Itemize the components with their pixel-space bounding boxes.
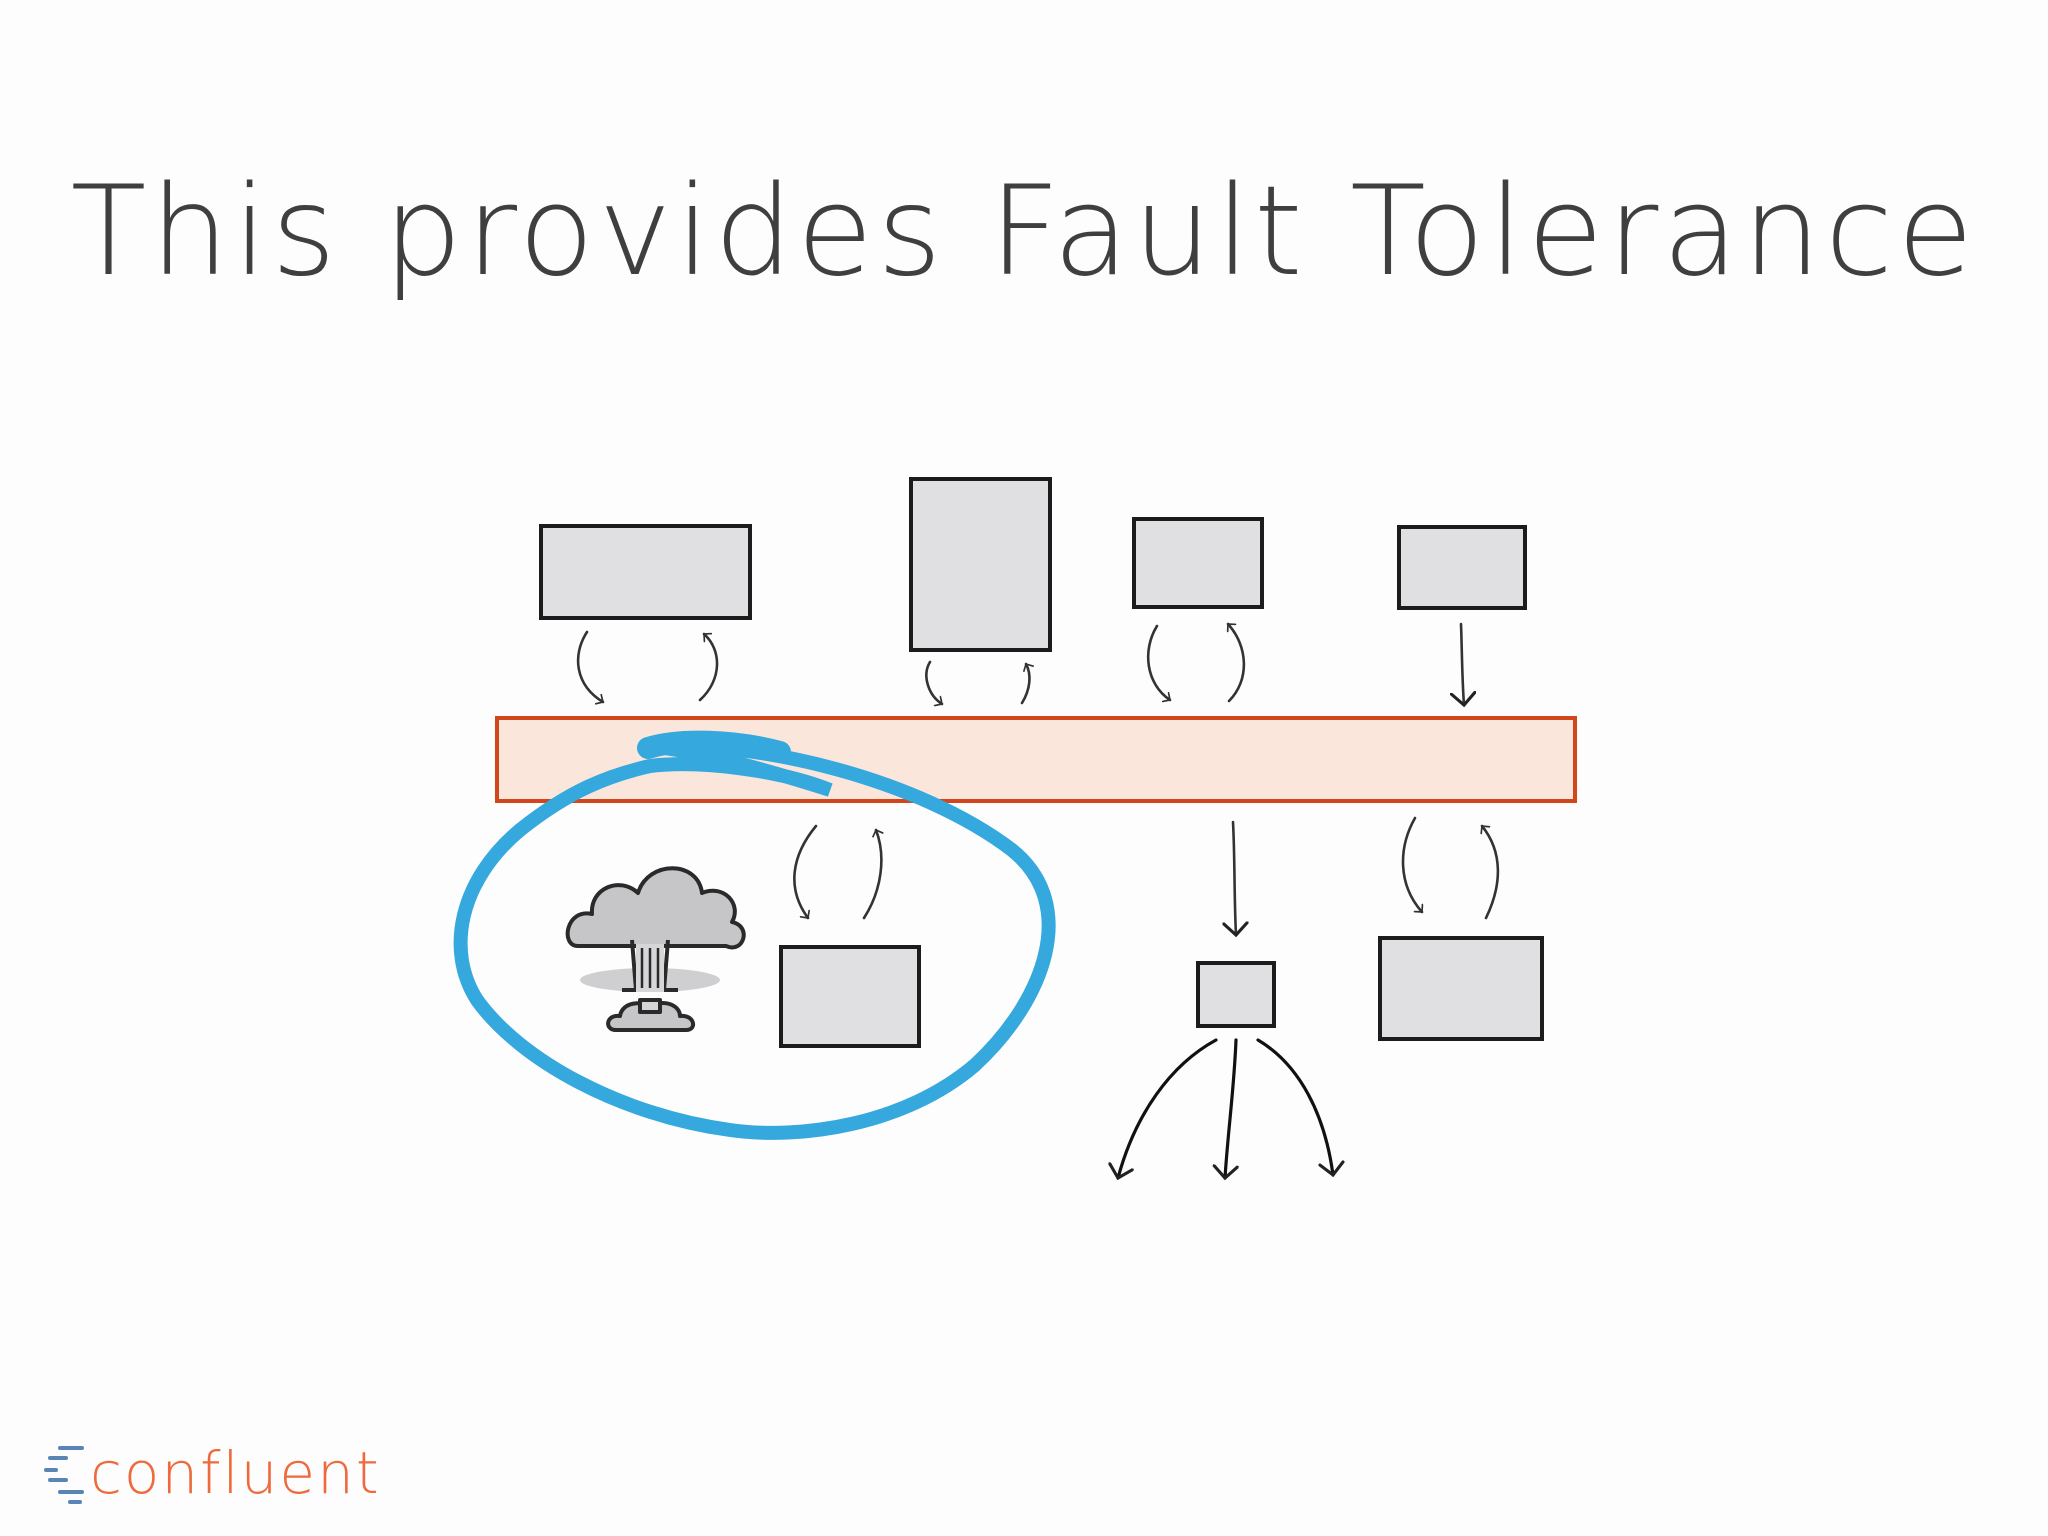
arrow-down-icon [1225,1038,1236,1178]
arrow-up-icon [698,634,719,702]
arrow-up-icon [1482,824,1500,920]
service-box-bottom-right [1378,936,1544,1041]
slide-title: This provides Fault Tolerance [70,160,1978,304]
arrow-up-icon [1226,622,1246,703]
fanout-arrows [1118,1038,1333,1178]
service-box-top-4 [1397,525,1527,610]
arrow-down-icon [1146,624,1172,700]
arrow-down-icon [793,824,818,920]
arrow-down-icon [1233,820,1236,935]
arrow-down-icon [1256,1038,1333,1175]
arrow-up-icon [1020,662,1029,705]
service-box-bottom-circled [779,945,921,1048]
arrow-down-icon [1118,1038,1218,1178]
arrow-down-icon [1401,816,1422,914]
confluent-logo-text: confluent [90,1439,381,1507]
arrow-down-icon [925,660,944,704]
arrow-up-icon [862,828,881,920]
arrow-down-icon [576,630,605,702]
confluent-mark-icon [40,1438,86,1508]
confluent-logo: confluent [40,1438,381,1508]
service-box-top-3 [1132,517,1264,609]
mushroom-cloud-icon [565,866,746,1032]
service-box-top-2 [909,477,1052,652]
service-box-bottom-small [1196,961,1276,1028]
arrows-bottom [793,816,1500,935]
arrow-down-icon [1461,622,1464,705]
service-box-top-1 [539,524,752,620]
highlight-circle [453,738,1056,1140]
arrows-top [576,622,1464,705]
